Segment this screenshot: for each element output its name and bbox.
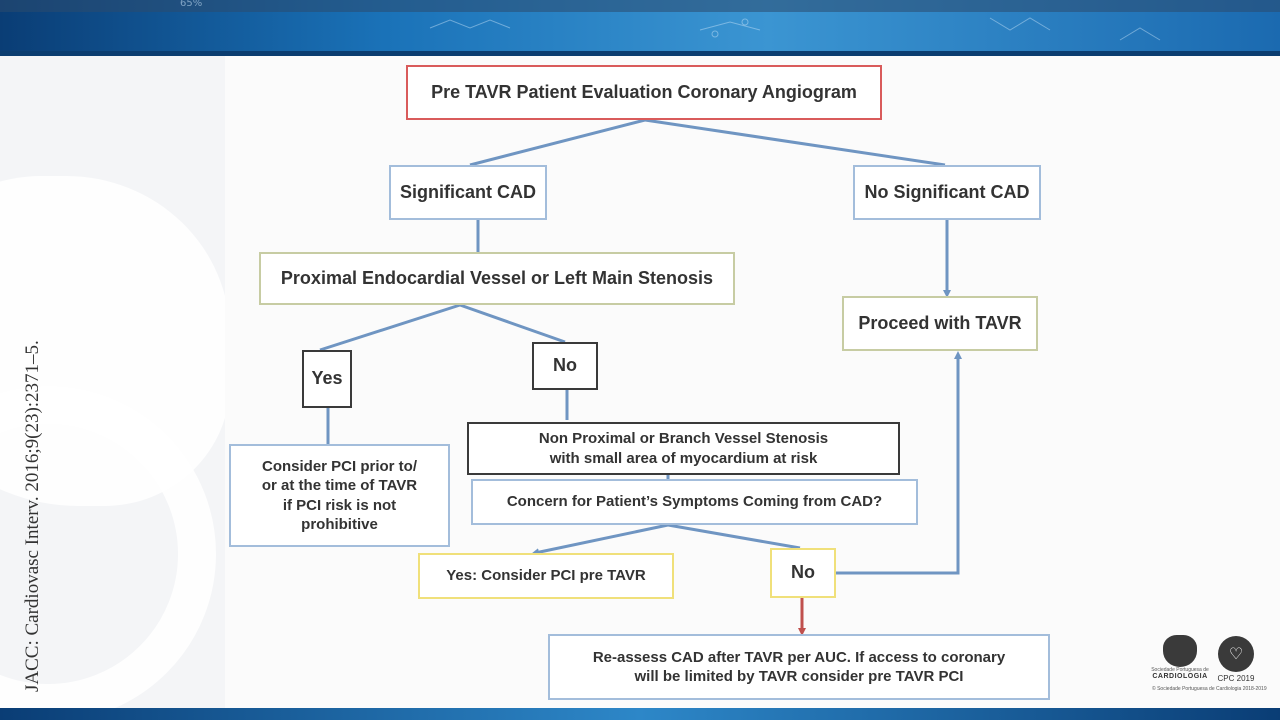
- node-yes-consider-pci-label: Yes: Consider PCI pre TAVR: [446, 567, 646, 585]
- node-consider-pci-line3: if PCI risk is not: [282, 496, 397, 514]
- connector-root-significant: [469, 118, 646, 167]
- cpc-logo: ♡ CPC 2019: [1215, 636, 1257, 683]
- node-yes-proximal: Yes: [302, 350, 352, 408]
- node-yes-consider-pci: Yes: Consider PCI pre TAVR: [418, 553, 674, 599]
- spc-logo-subtitle: Sociedade Portuguesa de: [1151, 667, 1209, 673]
- banner-decoration: [429, 17, 1161, 41]
- node-reassess-cad-line1: Re-assess CAD after TAVR per AUC. If acc…: [592, 648, 1006, 666]
- banner-bottom-strip: [0, 51, 1280, 56]
- left-decorative-panel: [0, 56, 225, 708]
- node-consider-pci-line4: prohibitive: [301, 516, 378, 533]
- node-no-proximal-label: No: [553, 355, 577, 376]
- logo-caption: © Sociedade Portuguesa de Cardiologia 20…: [1152, 686, 1267, 692]
- node-reassess-cad-line2: will be limited by TAVR consider pre TAV…: [634, 668, 964, 685]
- connector-concern-yes: [531, 523, 669, 557]
- connector-concern-no: [667, 523, 801, 550]
- node-consider-pci-line1: Consider PCI prior to/: [261, 457, 417, 475]
- heart-logo-icon: [1163, 635, 1197, 667]
- spc-logo-title: CARDIOLOGIA: [1152, 673, 1208, 680]
- node-consider-pci-line2: or at the time of TAVR: [261, 477, 418, 494]
- node-root: Pre TAVR Patient Evaluation Coronary Ang…: [406, 65, 882, 120]
- node-root-label: Pre TAVR Patient Evaluation Coronary Ang…: [431, 81, 857, 102]
- node-non-proximal-line2: with small area of myocardium at risk: [549, 449, 818, 467]
- node-proximal-stenosis: Proximal Endocardial Vessel or Left Main…: [259, 252, 735, 305]
- connector-no-proceed: [835, 351, 962, 575]
- node-proximal-stenosis-label: Proximal Endocardial Vessel or Left Main…: [280, 267, 714, 288]
- banner-top-band: [0, 0, 1280, 12]
- connector-root-nosignificant: [644, 118, 946, 167]
- node-consider-pci: Consider PCI prior to/ or at the time of…: [229, 444, 450, 547]
- node-no-concern-label: No: [791, 562, 815, 583]
- node-non-proximal-line1: Non Proximal or Branch Vessel Stenosis: [538, 430, 829, 447]
- node-no-significant-cad-label: No Significant CAD: [864, 181, 1030, 202]
- connector-proximal-yes: [319, 303, 461, 352]
- spc-logo: Sociedade Portuguesa de CARDIOLOGIA: [1150, 635, 1210, 680]
- node-no-concern: No: [770, 548, 836, 598]
- footer-strip: [0, 708, 1280, 720]
- node-yes-proximal-label: Yes: [311, 368, 343, 389]
- cpc-heart-icon: ♡: [1218, 636, 1254, 672]
- flowchart-area: [225, 56, 1280, 708]
- node-concern-symptoms-label: Concern for Patient’s Symptoms Coming fr…: [506, 493, 883, 511]
- banner-partial-text: 65%: [180, 0, 203, 9]
- node-concern-symptoms: Concern for Patient’s Symptoms Coming fr…: [471, 479, 918, 525]
- node-significant-cad-label: Significant CAD: [399, 181, 536, 202]
- node-reassess-cad: Re-assess CAD after TAVR per AUC. If acc…: [548, 634, 1050, 700]
- node-no-proximal: No: [532, 342, 598, 390]
- connector-proximal-no: [459, 303, 566, 344]
- node-proceed-tavr-label: Proceed with TAVR: [858, 312, 1022, 333]
- header-banner: 65%: [0, 0, 1280, 56]
- node-proceed-tavr: Proceed with TAVR: [842, 296, 1038, 351]
- node-significant-cad: Significant CAD: [389, 165, 547, 220]
- cpc-logo-label: CPC 2019: [1217, 674, 1255, 683]
- node-non-proximal: Non Proximal or Branch Vessel Stenosis w…: [467, 422, 900, 475]
- node-no-significant-cad: No Significant CAD: [853, 165, 1041, 220]
